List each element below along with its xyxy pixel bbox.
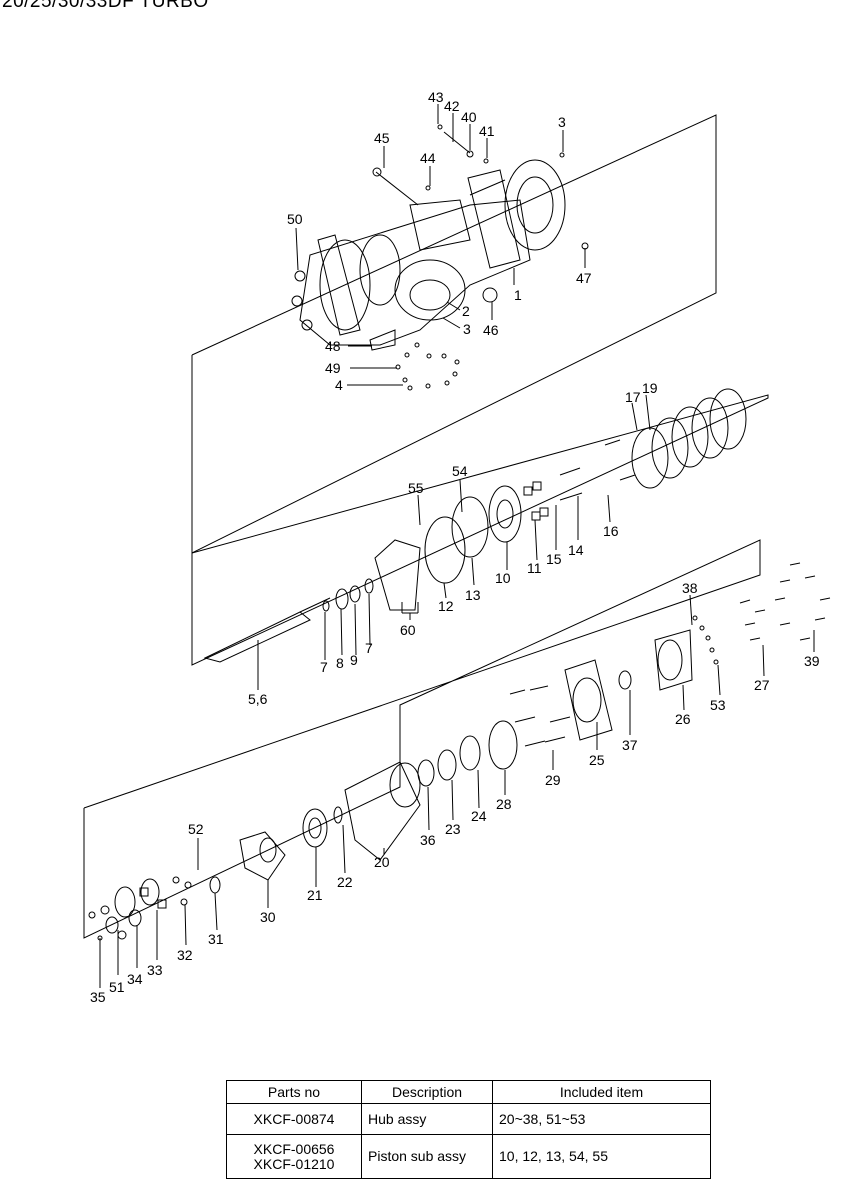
callout-15: 15 xyxy=(546,551,562,567)
callout-43: 43 xyxy=(428,89,444,105)
callout-11: 11 xyxy=(527,560,542,576)
description-cell: Hub assy xyxy=(361,1103,493,1135)
callout-38: 38 xyxy=(682,580,698,596)
parts-table: Parts no Description Included item XKCF-… xyxy=(226,1080,711,1179)
callout-16: 16 xyxy=(603,523,619,539)
section-outline-axle xyxy=(191,114,717,554)
column-header-included-item: Included item xyxy=(492,1080,711,1104)
callout-31: 31 xyxy=(208,931,224,947)
callout-42: 42 xyxy=(444,98,460,114)
column-header-description: Description xyxy=(361,1080,493,1104)
callout-45: 45 xyxy=(374,130,390,146)
section-outline-piston xyxy=(191,394,769,666)
callout-5-6: 5,6 xyxy=(248,691,268,707)
callout-labels: 1 2 3 3 4 5,6 7 7 8 9 10 11 12 13 14 15 … xyxy=(90,89,820,1005)
callout-27: 27 xyxy=(754,677,770,693)
axle-housing xyxy=(291,124,589,391)
callout-4: 4 xyxy=(335,377,343,393)
callout-39: 39 xyxy=(804,653,820,669)
column-header-parts-no: Parts no xyxy=(226,1080,362,1104)
callout-26: 26 xyxy=(675,711,691,727)
table-header-row: Parts no Description Included item xyxy=(226,1080,711,1104)
callout-12: 12 xyxy=(438,598,454,614)
callout-10: 10 xyxy=(495,570,511,586)
description-cell: Piston sub assy xyxy=(361,1134,493,1179)
callout-29: 29 xyxy=(545,772,561,788)
callout-7: 7 xyxy=(320,659,328,675)
callout-20: 20 xyxy=(374,854,390,870)
callout-14: 14 xyxy=(568,542,584,558)
callout-3: 3 xyxy=(558,114,566,130)
piston-and-disc-pack xyxy=(203,388,747,663)
callout-33: 33 xyxy=(147,962,163,978)
callout-22: 22 xyxy=(337,874,353,890)
callout-41: 41 xyxy=(479,123,495,139)
included-item-cell: 20~38, 51~53 xyxy=(492,1103,711,1135)
included-item-cell: 10, 12, 13, 54, 55 xyxy=(492,1134,711,1179)
callout-17: 17 xyxy=(625,389,641,405)
callout-1: 1 xyxy=(514,287,522,303)
callout-13: 13 xyxy=(465,587,481,603)
callout-46: 46 xyxy=(483,322,499,338)
callout-7: 7 xyxy=(365,640,373,656)
callout-40: 40 xyxy=(461,109,477,125)
callout-32: 32 xyxy=(177,947,193,963)
parts-no-cell: XKCF-00656 XKCF-01210 xyxy=(226,1134,362,1179)
callout-49: 49 xyxy=(325,360,341,376)
hub-and-planetary-assembly xyxy=(88,562,831,941)
table-row: XKCF-00874 Hub assy 20~38, 51~53 xyxy=(226,1103,711,1135)
callout-19: 19 xyxy=(642,380,658,396)
table-row: XKCF-00656 XKCF-01210 Piston sub assy 10… xyxy=(226,1134,711,1179)
leader-lines xyxy=(99,104,815,988)
callout-2: 2 xyxy=(462,303,470,319)
section-outline-hub xyxy=(83,539,761,939)
callout-8: 8 xyxy=(336,655,344,671)
callout-34: 34 xyxy=(127,971,143,987)
callout-25: 25 xyxy=(589,752,605,768)
callout-3: 3 xyxy=(463,321,471,337)
callout-60: 60 xyxy=(400,622,416,638)
callout-30: 30 xyxy=(260,909,276,925)
callout-51: 51 xyxy=(109,979,125,995)
callout-37: 37 xyxy=(622,737,638,753)
callout-44: 44 xyxy=(420,150,436,166)
page-title: 20/25/30/33DF TURBO xyxy=(2,0,209,12)
callout-48: 48 xyxy=(325,338,341,354)
callout-9: 9 xyxy=(350,652,358,668)
callout-47: 47 xyxy=(576,270,592,286)
callout-24: 24 xyxy=(471,808,487,824)
callout-53: 53 xyxy=(710,697,726,713)
callout-35: 35 xyxy=(90,989,106,1005)
callout-50: 50 xyxy=(287,211,303,227)
callout-36: 36 xyxy=(420,832,436,848)
callout-52: 52 xyxy=(188,821,204,837)
callout-28: 28 xyxy=(496,796,512,812)
callout-55: 55 xyxy=(408,480,424,496)
callout-21: 21 xyxy=(307,887,323,903)
parts-no-cell: XKCF-00874 xyxy=(226,1103,362,1135)
callout-23: 23 xyxy=(445,821,461,837)
callout-54: 54 xyxy=(452,463,468,479)
